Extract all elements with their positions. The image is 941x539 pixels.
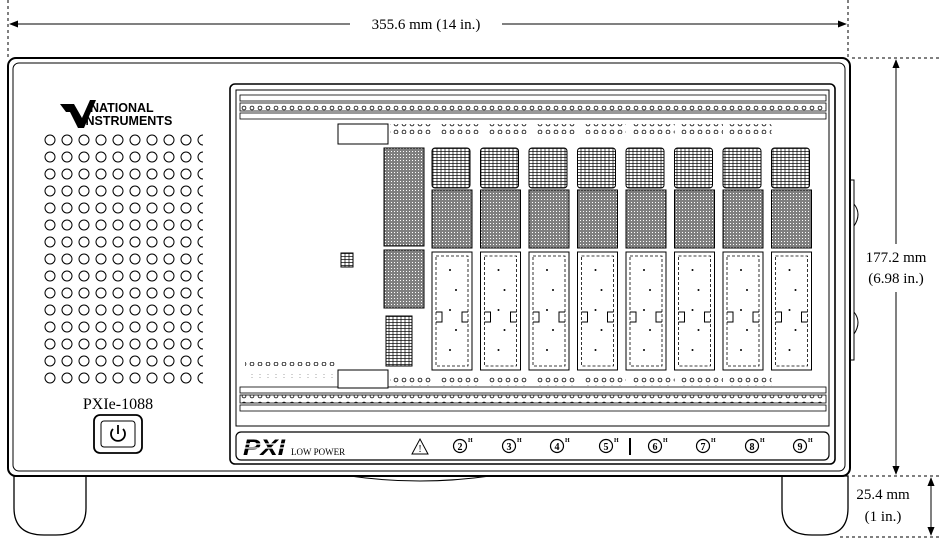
slot-number: 3	[507, 442, 512, 453]
slot-guide	[771, 251, 812, 371]
system-connector-top	[383, 147, 425, 247]
slot-connector-middle	[625, 189, 667, 249]
system-slot-area	[245, 123, 425, 389]
slot-guide	[674, 251, 715, 371]
chassis-feet	[13, 475, 849, 536]
svg-text:!: !	[418, 444, 421, 455]
slot-number-label: 6H	[647, 438, 668, 454]
warning-icon: !	[411, 437, 429, 455]
height-dimension: 177.2 mm (6.98 in.)	[852, 57, 941, 477]
slot-hybrid-badge: H	[517, 438, 522, 444]
slot-connector-upper	[674, 147, 713, 189]
slot-number-label: 2H	[452, 438, 473, 454]
slot-connector-upper	[528, 147, 568, 189]
peripheral-slot	[438, 124, 521, 386]
slot-guide	[722, 251, 764, 371]
slot-number: 7	[701, 442, 706, 453]
top-rail	[239, 94, 827, 120]
ni-logo: NATIONAL INSTRUMENTS	[60, 100, 172, 128]
slot-number-label: 9H	[792, 438, 813, 454]
slot-number: 8	[750, 442, 755, 453]
slot-hybrid-badge: H	[565, 438, 570, 444]
feet-label-in: (1 in.)	[865, 509, 902, 525]
slot-number-label: 5H	[598, 438, 619, 454]
height-label-in: (6.98 in.)	[868, 271, 923, 287]
width-dimension: 355.6 mm (14 in.)	[7, 0, 849, 60]
peripheral-slot	[535, 124, 618, 386]
peripheral-slot	[390, 124, 473, 386]
feet-dimension: 25.4 mm (1 in.)	[840, 477, 941, 538]
peripheral-slots	[390, 124, 812, 386]
pxi-subtitle: LOW POWER	[291, 447, 345, 457]
slot-number-label: 7H	[695, 438, 716, 454]
bottom-rail	[239, 386, 827, 412]
system-connector-mid	[383, 249, 425, 309]
slot-guide	[577, 251, 618, 371]
left-foot	[13, 475, 87, 536]
slot-number: 2	[458, 442, 463, 453]
height-label-mm: 177.2 mm	[866, 250, 927, 266]
slot-hybrid-badge: H	[711, 438, 716, 444]
slot-hybrid-badge: H	[614, 438, 619, 444]
slot-guide	[480, 251, 521, 371]
logo-line-1: NATIONAL	[90, 101, 154, 115]
slot-connector-middle	[771, 189, 812, 249]
slot-connector-middle	[431, 189, 473, 249]
logo-line-2: INSTRUMENTS	[82, 114, 172, 128]
slot-hybrid-badge: H	[468, 438, 473, 444]
slot-hybrid-badge: H	[760, 438, 765, 444]
slot-number: 4	[555, 442, 560, 453]
vent-holes	[44, 134, 203, 388]
model-label: PXIe-1088	[83, 396, 153, 413]
slot-hybrid-badge: H	[663, 438, 668, 444]
slot-connector-upper	[480, 147, 519, 189]
slot-connector-middle	[480, 189, 521, 249]
system-connector-bottom	[385, 315, 413, 367]
power-icon	[110, 425, 126, 442]
feet-label-mm: 25.4 mm	[856, 487, 910, 503]
peripheral-slot	[632, 124, 715, 386]
slot-number: 5	[604, 442, 609, 453]
center-foot	[349, 475, 491, 482]
width-label: 355.6 mm (14 in.)	[372, 17, 481, 33]
slot-hybrid-badge: H	[808, 438, 813, 444]
slot-number: 6	[653, 442, 658, 453]
slot-number: 9	[798, 442, 803, 453]
slot-connector-upper	[625, 147, 665, 189]
slot-connector-middle	[528, 189, 570, 249]
slot-number-label: 3H	[501, 438, 522, 454]
slot-connector-middle	[577, 189, 618, 249]
peripheral-slot	[584, 124, 667, 386]
peripheral-slot	[681, 124, 764, 386]
chassis-inner	[12, 62, 846, 472]
slot-number-label: 4H	[549, 438, 570, 454]
slot-number-label: 8H	[744, 438, 765, 454]
slot-guide	[431, 251, 473, 371]
timing-chip	[340, 252, 354, 268]
slot-connector-upper	[771, 147, 810, 189]
system-slot-dots	[245, 362, 337, 378]
slot-connector-middle	[674, 189, 715, 249]
slot-connector-middle	[722, 189, 764, 249]
power-button[interactable]	[93, 414, 143, 454]
right-foot	[781, 475, 849, 536]
peripheral-slot	[729, 124, 812, 386]
slot-guide	[625, 251, 667, 371]
slot-connector-upper	[431, 147, 471, 189]
slot-guide	[528, 251, 570, 371]
peripheral-slot	[487, 124, 570, 386]
ni-eagle-icon	[60, 100, 96, 128]
slot-connector-upper	[722, 147, 762, 189]
slot-connector-upper	[577, 147, 616, 189]
